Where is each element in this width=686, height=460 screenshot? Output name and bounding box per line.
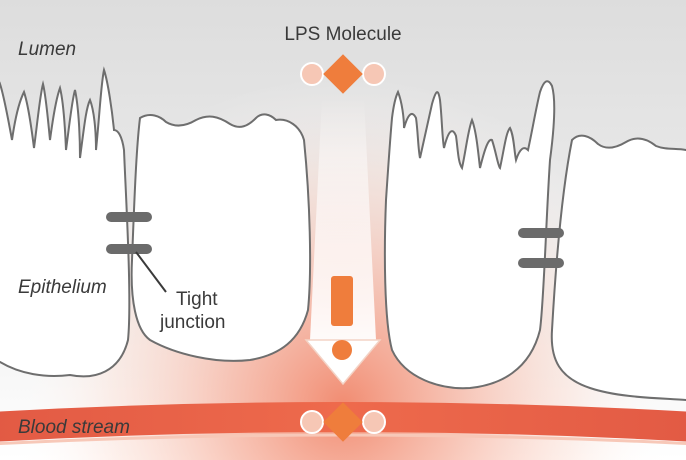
epithelial-cell-center-right: [383, 80, 556, 390]
tight-junction-right-lower: [518, 258, 564, 268]
lps-molecule-blood-icon: [300, 402, 386, 442]
tight-junction-pointer: [135, 251, 167, 293]
translocation-beam: [310, 98, 376, 340]
exclamation-icon-dot: [332, 340, 352, 360]
tight-junction-label-line1: Tight: [176, 289, 218, 310]
blood-stream-label: Blood stream: [18, 417, 130, 438]
epithelial-cell-right: [550, 134, 686, 401]
epithelium-label: Epithelium: [18, 277, 107, 298]
exclamation-icon-bar: [331, 276, 353, 326]
lumen-label: Lumen: [18, 39, 76, 60]
down-arrow-icon: [304, 339, 382, 386]
tight-junction-right-upper: [518, 228, 564, 238]
epithelial-cell-left: [0, 66, 131, 378]
epithelial-cell-center-left: [130, 113, 312, 362]
tight-junction-left-upper: [106, 212, 152, 222]
tight-junction-label-line2: junction: [159, 312, 226, 333]
tight-junction-left-lower: [106, 244, 152, 254]
lps-molecule-label: LPS Molecule: [284, 24, 401, 45]
